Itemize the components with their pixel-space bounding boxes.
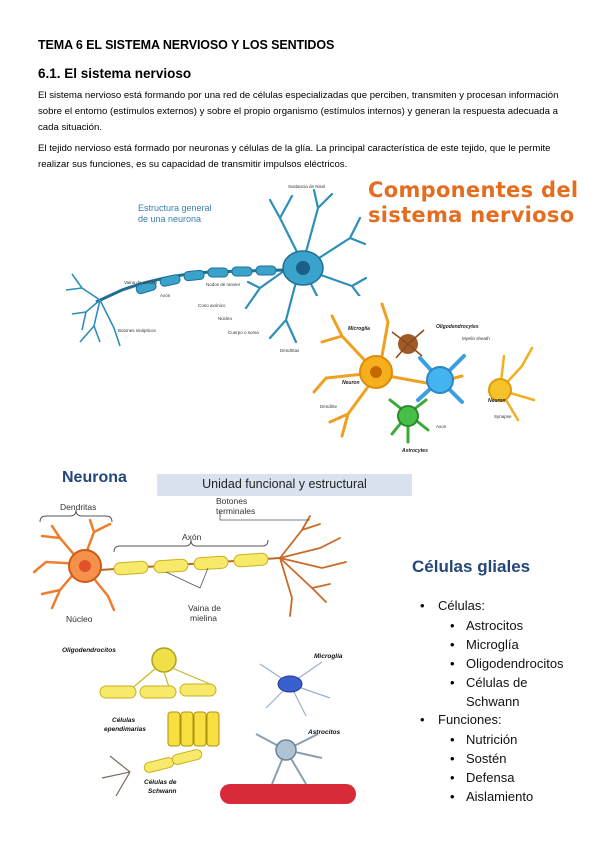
neurona-label-vaina-1: Vaina de: [188, 603, 221, 613]
bullet-icon: •: [450, 789, 455, 804]
paragraph-1: El sistema nervioso está formando por un…: [38, 90, 559, 134]
section-heading: 6.1. El sistema nervioso: [38, 66, 192, 81]
neurona-label-botones-2: terminales: [216, 506, 255, 516]
functions-heading: Funciones:: [438, 712, 502, 727]
comp-label-myelin-sheath: Myelin sheath: [462, 336, 490, 341]
components-title: Componentes del sistema nervioso: [368, 178, 578, 228]
cell-item: Células de: [466, 675, 528, 690]
components-title-line2: sistema nervioso: [368, 203, 575, 227]
bullet-icon: •: [450, 732, 455, 747]
neurona-figure: Dendritas Botones terminales Axón Núcleo…: [32, 498, 347, 624]
label-myelin: Vaina de mielina: [124, 280, 157, 285]
neuron-structure-figure: Estructura general de una neurona Sustan…: [65, 184, 368, 353]
glia-label-oligodendrocitos: Oligodendrocitos: [62, 647, 116, 654]
glia-label-ependimarias-2: ependimarias: [104, 726, 146, 733]
function-item: Aislamiento: [466, 789, 534, 804]
bullet-icon: •: [450, 751, 455, 766]
neurona-title: Neurona: [62, 469, 127, 486]
label-nucleus: Núcleo: [218, 316, 233, 321]
neuron-caption-line2: de una neurona: [138, 214, 201, 224]
label-axon-cone: Cono axónico: [198, 303, 226, 308]
function-item: Sostén: [466, 751, 507, 766]
label-ranvier: Nodos de ranvier: [206, 282, 241, 287]
label-buttons: Botones sinápticos: [118, 328, 157, 333]
bullet-icon: •: [450, 637, 455, 652]
cell-item-continued: Schwann: [466, 694, 520, 709]
cell-item: Astrocitos: [466, 618, 524, 633]
glial-title: Células gliales: [412, 557, 531, 576]
neurona-label-botones-1: Botones: [216, 498, 247, 506]
cells-heading: Células:: [438, 598, 485, 613]
components-figure: Microglía Oligodendrocytes Neuron Neuron…: [312, 296, 538, 456]
cell-item: Oligodendrocitos: [466, 656, 564, 671]
comp-label-astrocytes: Astrocytes: [401, 448, 428, 454]
paragraph-2: El tejido nervioso está formado por neur…: [38, 143, 551, 171]
label-dendrites: Dendritas: [280, 348, 300, 353]
bullet-icon: •: [450, 656, 455, 671]
neurona-label-axon: Axón: [182, 532, 202, 542]
comp-label-dendrite: Dendrite: [320, 404, 338, 409]
comp-label-neuron-right: Neuron: [488, 398, 506, 404]
neurona-label-vaina-2: mielina: [190, 613, 217, 623]
components-title-line1: Componentes del: [368, 178, 579, 202]
neurona-label-nucleo: Núcleo: [66, 614, 93, 624]
comp-label-microglia: Microglía: [348, 326, 370, 332]
function-item: Nutrición: [466, 732, 518, 747]
neurona-label-dendritas: Dendritas: [60, 502, 96, 512]
cell-item: Microglía: [466, 637, 519, 652]
glia-label-ependimarias-1: Células: [112, 717, 136, 724]
comp-label-synapse: Synapse: [494, 414, 512, 419]
comp-label-oligo: Oligodendrocytes: [436, 324, 479, 330]
bullet-icon: •: [420, 712, 425, 727]
label-nissl: Sustancia de Nissl: [288, 184, 325, 189]
glia-cells-figure: Oligodendrocitos Microglía Células epend…: [62, 647, 356, 804]
bullet-icon: •: [450, 770, 455, 785]
glia-label-schwann-1: Células de: [144, 779, 177, 786]
glia-label-astrocitos: Astrocitos: [307, 729, 341, 736]
glia-label-microglia: Microglía: [314, 653, 343, 660]
bullet-icon: •: [450, 675, 455, 690]
unidad-banner: [157, 474, 412, 496]
comp-label-axon: Axon: [436, 424, 447, 429]
unidad-banner-text: Unidad funcional y estructural: [202, 477, 367, 491]
label-soma: Cuerpo o soma: [228, 330, 259, 335]
comp-label-neuron-left: Neuron: [342, 380, 360, 386]
glia-label-schwann-2: Schwann: [148, 788, 177, 795]
bullet-icon: •: [450, 618, 455, 633]
bullet-icon: •: [420, 598, 425, 613]
label-axon: Axón: [160, 293, 171, 298]
document-title: TEMA 6 EL SISTEMA NERVIOSO Y LOS SENTIDO…: [38, 38, 335, 52]
neuron-caption-line1: Estructura general: [138, 203, 212, 213]
function-item: Defensa: [466, 770, 515, 785]
